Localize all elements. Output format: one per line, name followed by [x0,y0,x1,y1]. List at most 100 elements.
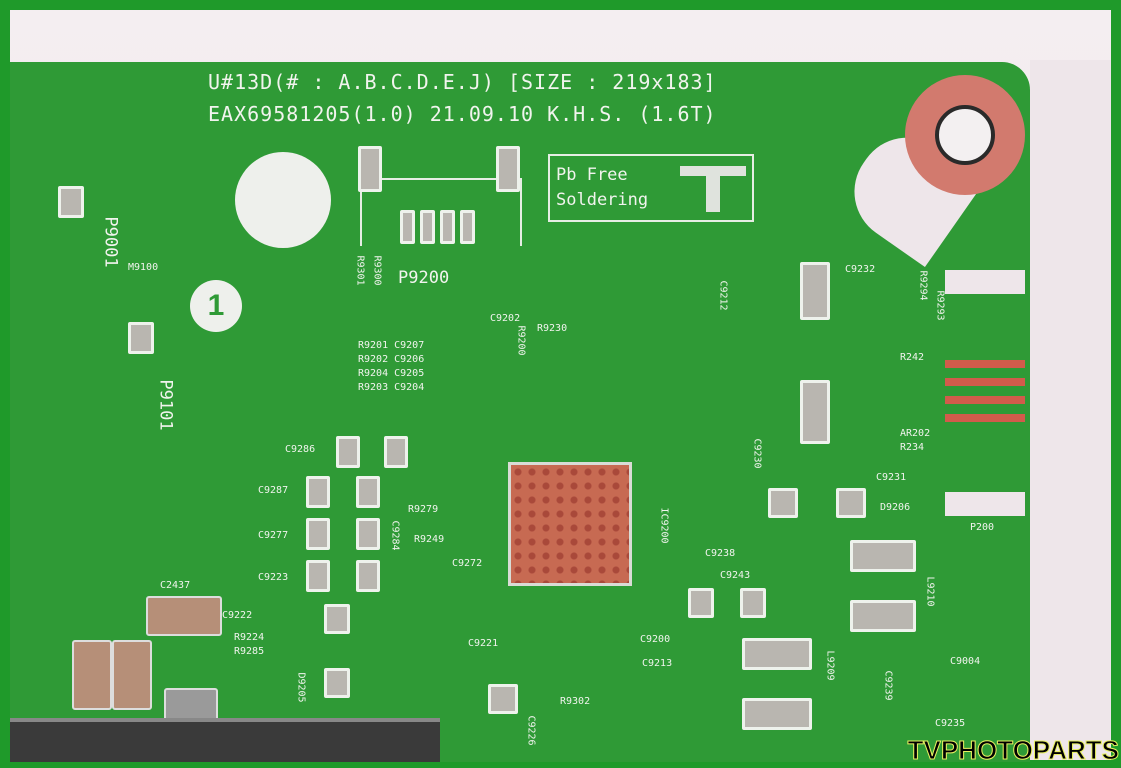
label-d9205: D9205 [295,672,307,703]
pad [496,146,520,192]
pad [740,588,766,618]
pad [306,560,330,592]
label-c9277: C9277 [258,530,289,541]
label-c9243: C9243 [720,570,751,581]
pad [742,638,812,670]
label-c9232: C9232 [845,264,876,275]
label-p9200: P9200 [398,268,450,288]
label-c9221: C9221 [468,638,499,649]
pad [836,488,866,518]
label-p9001: P9001 [100,216,121,268]
label-r9200: R9200 [515,325,527,356]
watermark: TVPHOTOPARTS [907,735,1119,766]
label-c9284: C9284 [389,520,401,551]
pad [768,488,798,518]
pad [400,210,415,244]
pad [306,518,330,550]
pad [324,604,350,634]
label-p200: P200 [970,522,995,533]
label-c9235: C9235 [935,718,966,729]
pad [440,210,455,244]
pad [688,588,714,618]
board-slot [945,492,1025,516]
pad [800,262,830,320]
label-c9004: C9004 [950,656,981,667]
silk-group-row: R9203 C9204 [358,382,425,393]
lg-logo [235,152,331,248]
pad [800,380,830,444]
t-icon-stem [706,170,720,212]
label-r242: R242 [900,352,925,363]
label-ic9200: IC9200 [658,507,670,544]
label-l9210: L9210 [924,576,936,607]
silk-group-row: R9201 C9207 [358,340,425,351]
label-c9226: C9226 [525,715,537,746]
label-ar202: AR202 [900,428,931,439]
board-id-line1: U#13D(# : A.B.C.D.E.J) [SIZE : 219x183] [208,70,717,94]
background-right [1030,60,1111,760]
edge-contact [945,360,1025,368]
label-c9212: C9212 [717,280,729,311]
soldering-label: Soldering [556,190,649,210]
label-d9206: D9206 [880,502,911,513]
label-c9213: C9213 [642,658,673,669]
label-r9300: R9300 [371,255,383,286]
label-c9239: C9239 [882,670,894,701]
label-r9249: R9249 [414,534,445,545]
edge-contact [945,414,1025,422]
label-p9101: P9101 [155,379,176,431]
label-r9224: R9224 [234,632,265,643]
label-c9287: C9287 [258,485,289,496]
pad [850,600,916,632]
label-c9238: C9238 [705,548,736,559]
pad [488,684,518,714]
pad [128,322,154,354]
pad [306,476,330,508]
label-c9200: C9200 [640,634,671,645]
mounting-hole [935,105,995,165]
board-slot [945,270,1025,294]
pad [324,668,350,698]
label-c9286: C9286 [285,444,316,455]
label-c9272: C9272 [452,558,483,569]
capacitor [112,640,152,710]
label-r9302: R9302 [560,696,591,707]
pad [384,436,408,468]
label-c9231: C9231 [876,472,907,483]
label-r234: R234 [900,442,925,453]
connector-outline [360,178,522,246]
capacitor [146,596,222,636]
metal-bracket [10,718,440,762]
pad [356,560,380,592]
edge-contact [945,396,1025,404]
pad [356,518,380,550]
label-c9223: C9223 [258,572,289,583]
pad [460,210,475,244]
silk-group-row: R9204 C9205 [358,368,425,379]
pad [58,186,84,218]
pad [850,540,916,572]
circle-mark: 1 [190,280,242,332]
pad [336,436,360,468]
pad [742,698,812,730]
silk-group-row: R9202 C9206 [358,354,425,365]
label-c9202: C9202 [490,313,521,324]
label-m9100: M9100 [128,262,159,273]
label-c9230: C9230 [751,438,763,469]
pad [356,476,380,508]
label-r9279: R9279 [408,504,439,515]
label-r9230: R9230 [537,323,568,334]
label-l9209: L9209 [824,650,836,681]
pb-free-label: Pb Free [556,165,628,185]
label-r9294: R9294 [917,270,929,301]
edge-contact [945,378,1025,386]
label-c2437: C2437 [160,580,191,591]
label-c9222: C9222 [222,610,253,621]
board-id-line2: EAX69581205(1.0) 21.09.10 K.H.S. (1.6T) [208,102,717,126]
ic-chip [508,462,632,586]
label-r9301: R9301 [354,255,366,286]
label-r9285: R9285 [234,646,265,657]
capacitor [72,640,112,710]
pb-free-box [548,154,754,222]
